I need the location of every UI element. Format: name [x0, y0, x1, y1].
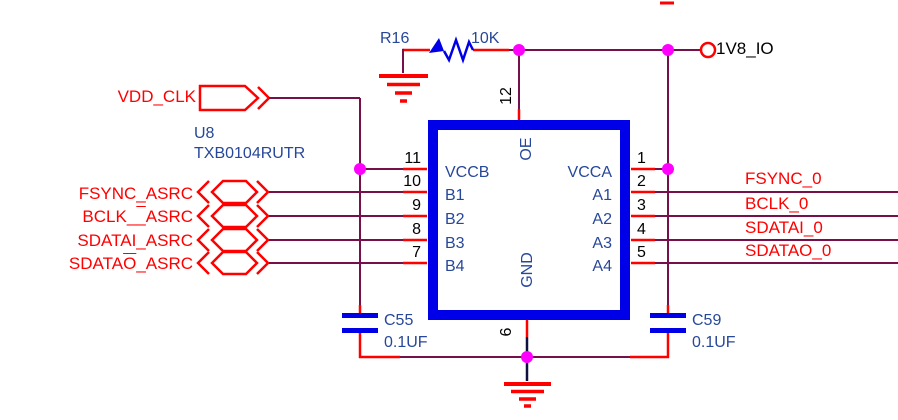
power-port-label: 1V8_IO	[716, 39, 774, 58]
offpage-connector-icon	[196, 250, 270, 276]
pin-number: 1	[637, 150, 646, 167]
net-label-bclk-asrc: BCLK__ASRC	[82, 207, 193, 226]
junction-dots	[354, 44, 674, 363]
offpage-connector-icon	[196, 179, 270, 205]
ic-body	[428, 120, 630, 320]
capacitor-ref: C59	[692, 312, 722, 329]
pin-number: 3	[637, 197, 646, 214]
ic-pin-name: GND	[519, 252, 536, 288]
pin-number: 6	[498, 327, 515, 337]
ic-pin-name: VCCB	[445, 164, 490, 181]
pin-number: 5	[637, 244, 646, 261]
capacitor-icon	[650, 313, 686, 333]
net-label-bclk-0: BCLK_0	[745, 194, 809, 213]
offpage-connector-icons	[196, 179, 270, 276]
net-label-sdatao-asrc: SDATAO_ASRC	[68, 254, 193, 273]
resistor-ref: R16	[380, 30, 410, 47]
pin-number: 12	[498, 87, 515, 105]
ic-pin-name: B2	[445, 211, 465, 228]
offpage-connector-icon	[196, 227, 270, 253]
ic-part-number: TXB0104RUTR	[194, 145, 306, 162]
net-label-vdd-clk: VDD_CLK	[117, 87, 196, 106]
pin-number: 11	[404, 150, 421, 167]
pin-number: 8	[412, 221, 421, 238]
capacitor-ref: C55	[384, 312, 414, 329]
ic-pin-name: B3	[445, 235, 465, 252]
ic-pin-name: A3	[592, 235, 612, 252]
pin-number: 7	[412, 244, 421, 261]
ground-icon	[504, 382, 551, 408]
net-label-sdatao-0: SDATAO_0	[745, 241, 832, 260]
ic-pin-name: B4	[445, 258, 465, 275]
net-label-fsync-0: FSYNC_0	[745, 169, 822, 188]
ic-pin-name: A4	[592, 258, 612, 275]
junction-dot	[354, 163, 366, 175]
capacitor-icon	[342, 313, 378, 333]
pin-number: 2	[637, 173, 646, 190]
offpage-connector-icon	[196, 203, 270, 229]
ic-pin-name: B1	[445, 187, 465, 204]
junction-dot	[521, 351, 533, 363]
net-label-sdatai-0: SDATAI_0	[745, 218, 823, 237]
bottom-wires	[358, 305, 670, 381]
capacitor-value: 0.1UF	[384, 334, 428, 351]
net-label-fsync-asrc: FSYNC_ASRC	[78, 184, 193, 203]
net-label-sdatai-asrc: SDATAI_ASRC	[77, 231, 193, 250]
ground-icon	[379, 74, 428, 103]
pin-number: 10	[403, 173, 421, 190]
power-port-icon	[699, 41, 717, 59]
pin-number: 4	[637, 221, 646, 238]
left-wires	[269, 167, 427, 265]
ic-pin-name: A2	[592, 211, 612, 228]
ic-pin-name: A1	[592, 187, 612, 204]
vdd-clk-connector-icon	[198, 84, 361, 305]
junction-dot	[513, 44, 525, 56]
ic-pin-name: OE	[518, 137, 535, 161]
ic-pin-name: VCCA	[567, 164, 612, 181]
ic-ref: U8	[194, 125, 215, 142]
resistor-value: 10K	[471, 30, 500, 47]
resistor-icon	[429, 36, 475, 64]
capacitor-value: 0.1UF	[692, 334, 736, 351]
junction-dot	[662, 44, 674, 56]
right-wires	[631, 167, 898, 265]
pin-number: 9	[412, 197, 421, 214]
junction-dot	[662, 163, 674, 175]
